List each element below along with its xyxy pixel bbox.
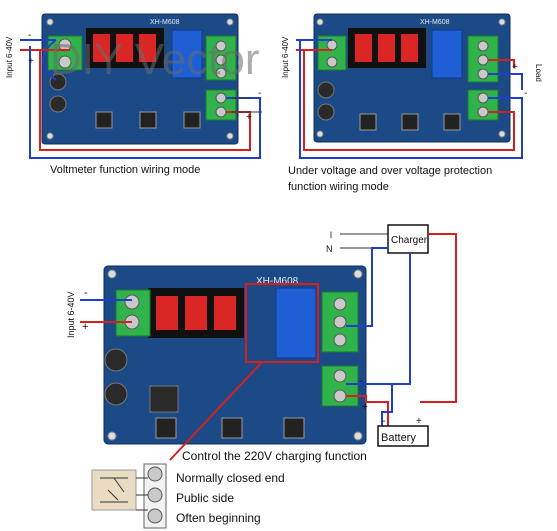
watermark-text: DIY Vector	[50, 35, 260, 84]
input-voltage-label: Input 6-40V	[66, 291, 76, 338]
terminal-screw	[215, 106, 227, 118]
led-digits	[93, 34, 156, 62]
terminal-screw	[147, 508, 163, 524]
caption-charging-control: Control the 220V charging function	[182, 449, 367, 463]
plus-sign: +	[246, 112, 252, 123]
plus-sign: +	[416, 416, 422, 427]
capacitor	[104, 348, 128, 372]
terminal-screw	[215, 92, 227, 104]
terminal-screw	[326, 56, 338, 68]
line-n-label: N	[326, 244, 333, 254]
plus-sign: +	[82, 321, 88, 333]
inductor	[149, 385, 179, 413]
led-digits	[156, 296, 236, 330]
terminal-screw	[58, 55, 72, 69]
module-top-right: XH-M608 Input 6-40V Load + -	[281, 13, 543, 159]
push-button	[221, 417, 243, 439]
terminal-screw	[333, 297, 347, 311]
caption-protection-line1: Under voltage and over voltage protectio…	[288, 165, 492, 177]
charger-to-relay-wire	[346, 247, 388, 327]
terminal-screw	[124, 294, 140, 310]
load-wire-negative	[488, 73, 523, 90]
relay-highlight	[245, 283, 319, 363]
push-button	[443, 113, 461, 131]
input-voltage-label: Input 6-40V	[5, 36, 14, 78]
terminal-screw	[477, 106, 489, 118]
terminal-screw	[147, 466, 163, 482]
plus-sign: +	[362, 402, 368, 413]
charger-box	[387, 224, 429, 254]
terminal-label-normally-open: Often beginning	[176, 511, 261, 525]
minus-sign: -	[258, 88, 261, 99]
push-button	[401, 113, 419, 131]
terminal-screw	[215, 54, 227, 66]
plus-sign: +	[512, 62, 518, 73]
input-voltage-label: Input 6-40V	[281, 36, 290, 78]
load-wire-positive	[488, 59, 515, 68]
capacitor	[49, 95, 67, 113]
relay-contact-icon	[100, 477, 128, 503]
charger-negative-wire	[346, 253, 411, 385]
minus-sign: -	[360, 376, 363, 387]
push-button	[139, 111, 157, 129]
led-digits	[355, 34, 418, 62]
battery-label: Battery	[381, 432, 416, 444]
board-model-label: XH-M608	[420, 19, 450, 26]
relay-detail-leads	[136, 477, 148, 511]
terminal-screw	[333, 369, 347, 383]
minus-sign: -	[524, 88, 527, 99]
terminal-label-common: Public side	[176, 491, 234, 505]
caption-protection-line2: function wiring mode	[288, 181, 389, 193]
plus-sign: +	[28, 56, 34, 67]
line-l-label: l	[330, 230, 332, 240]
minus-sign: -	[84, 287, 88, 299]
board-model-label: XH-M608	[256, 276, 299, 287]
battery-negative-wire	[381, 384, 393, 426]
minus-sign: -	[382, 416, 385, 427]
terminal-screw	[477, 54, 489, 66]
relay	[171, 29, 203, 79]
push-button	[95, 111, 113, 129]
measure-wire-negative	[299, 40, 523, 159]
push-button	[183, 111, 201, 129]
terminal-screw	[477, 68, 489, 80]
terminal-screw	[333, 333, 347, 347]
terminal-screw	[215, 67, 227, 79]
capacitor	[317, 81, 335, 99]
capacitor	[317, 103, 335, 121]
module-top-left: XH-M608 Input 6-40V - + - +	[5, 13, 262, 159]
board-model-label: XH-M608	[150, 19, 180, 26]
callout-line	[169, 361, 263, 461]
battery-box	[377, 425, 429, 447]
push-button	[283, 417, 305, 439]
minus-sign: -	[28, 30, 31, 41]
terminal-screw	[477, 92, 489, 104]
caption-voltmeter: Voltmeter function wiring mode	[50, 164, 200, 176]
push-button	[155, 417, 177, 439]
terminal-screw	[333, 389, 347, 403]
terminal-screw	[147, 487, 163, 503]
measure-wire-positive	[296, 49, 515, 151]
terminal-label-normally-closed: Normally closed end	[176, 471, 285, 485]
capacitor	[104, 382, 128, 406]
terminal-screw	[477, 40, 489, 52]
charger-label: Charger	[391, 235, 428, 246]
terminal-screw	[333, 315, 347, 329]
input-wire-negative	[20, 39, 57, 81]
push-button	[359, 113, 377, 131]
battery-positive-wire	[346, 395, 389, 426]
relay	[431, 29, 463, 79]
load-label: Load	[534, 64, 543, 82]
charger-positive-wire	[420, 233, 457, 403]
relay	[275, 287, 317, 359]
relay-symbol	[91, 469, 137, 511]
terminal-screw	[215, 40, 227, 52]
measure-leads	[232, 97, 262, 113]
module-bottom: XH-M608 Input 6-40V - +	[66, 265, 367, 445]
terminal-screw	[326, 39, 338, 51]
